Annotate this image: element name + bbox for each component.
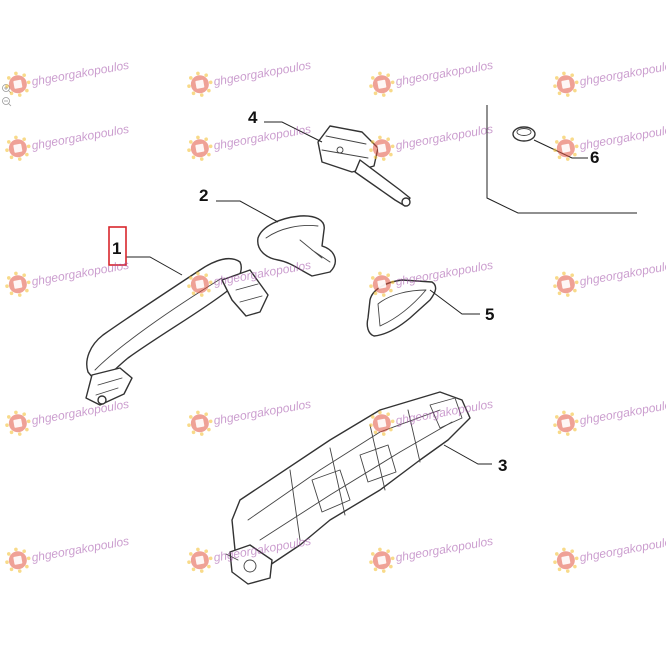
watermark: ghgeorgakopoulos [369,534,494,573]
watermark-logo-icon [5,135,31,161]
watermark-text: ghgeorgakopoulos [578,534,666,565]
leader-line-6 [533,139,588,159]
watermark: ghgeorgakopoulos [553,122,666,161]
section-boundary-line [486,105,637,214]
watermark-logo-icon [369,547,395,573]
watermark-text: ghgeorgakopoulos [212,122,312,153]
watermark-logo-icon [553,71,579,97]
leader-line-4 [264,121,323,143]
watermark-logo-icon [369,71,395,97]
watermark-text: ghgeorgakopoulos [212,58,312,89]
watermark: ghgeorgakopoulos [369,58,494,97]
watermark-text: ghgeorgakopoulos [30,258,130,289]
watermark-logo-icon [5,271,31,297]
watermark-text: ghgeorgakopoulos [30,58,130,89]
watermark: ghgeorgakopoulos [5,258,130,297]
callout-1[interactable]: 1 [112,239,121,258]
watermark-logo-icon [187,547,213,573]
watermark-logo-icon [369,271,395,297]
part-6-plug[interactable] [512,126,536,142]
zoom-out-icon[interactable] [2,97,12,107]
part-4-lock-cylinder[interactable] [317,125,411,207]
watermark: ghgeorgakopoulos [187,58,312,97]
callout-1-highlight [108,226,127,266]
watermark-text: ghgeorgakopoulos [578,258,666,289]
watermark-text: ghgeorgakopoulos [394,58,494,89]
watermark-text: ghgeorgakopoulos [394,122,494,153]
watermark: ghgeorgakopoulos [553,58,666,97]
watermark-logo-icon [553,271,579,297]
watermark-logo-icon [553,135,579,161]
watermark-logo-icon [5,71,31,97]
callout-3[interactable]: 3 [498,456,507,475]
part-2-handle-cap[interactable] [257,215,336,277]
watermark-text: ghgeorgakopoulos [30,534,130,565]
watermark: ghgeorgakopoulos [553,258,666,297]
part-3-handle-carrier[interactable] [225,391,471,585]
watermark-text: ghgeorgakopoulos [394,258,494,289]
watermark-logo-icon [187,410,213,436]
watermark-logo-icon [553,410,579,436]
watermark-logo-icon [553,547,579,573]
leader-line-2 [216,200,279,223]
watermark-logo-icon [187,71,213,97]
watermark-text: ghgeorgakopoulos [30,397,130,428]
watermark-text: ghgeorgakopoulos [212,397,312,428]
watermark-text: ghgeorgakopoulos [578,397,666,428]
leader-line-5 [429,289,480,315]
callout-5[interactable]: 5 [485,305,494,324]
watermark-logo-icon [5,547,31,573]
watermark-logo-icon [187,135,213,161]
watermark: ghgeorgakopoulos [187,397,312,436]
watermark: ghgeorgakopoulos [553,534,666,573]
watermark: ghgeorgakopoulos [5,58,130,97]
callout-6[interactable]: 6 [590,148,599,167]
leader-line-1 [126,256,183,276]
callout-4[interactable]: 4 [248,108,258,127]
watermark-text: ghgeorgakopoulos [394,534,494,565]
leader-line-3 [443,444,492,465]
watermark: ghgeorgakopoulos [5,122,130,161]
watermark-text: ghgeorgakopoulos [578,58,666,89]
watermark: ghgeorgakopoulos [553,397,666,436]
watermark-text: ghgeorgakopoulos [578,122,666,153]
watermark-logo-icon [369,410,395,436]
watermark-logo-icon [187,271,213,297]
watermark-logo-icon [369,135,395,161]
watermark: ghgeorgakopoulos [369,122,494,161]
watermark-text: ghgeorgakopoulos [30,122,130,153]
watermark: ghgeorgakopoulos [5,534,130,573]
callout-2[interactable]: 2 [199,186,208,205]
watermark-logo-icon [5,410,31,436]
